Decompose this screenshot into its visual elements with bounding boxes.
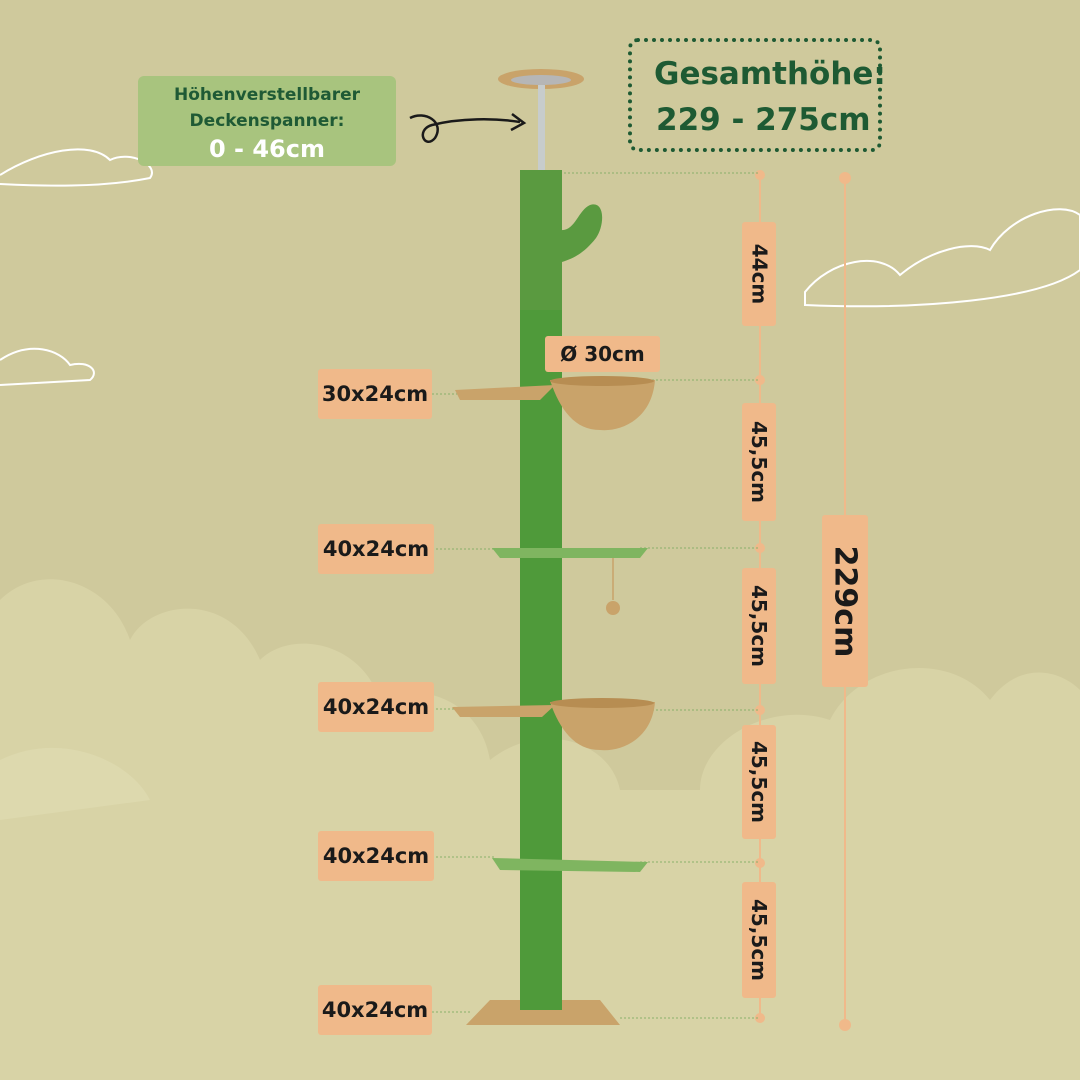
cloud-outline-left <box>0 148 153 187</box>
segment-height-label: 45,5cm <box>742 403 776 521</box>
segment-height-label: 45,5cm <box>742 568 776 684</box>
platform-size-label: 40x24cm <box>318 682 434 732</box>
total-height-value: 229 - 275cm <box>656 102 871 138</box>
segment-height-label: 45,5cm <box>742 725 776 839</box>
cloud-outline-left2 <box>0 347 95 386</box>
spanner-title-line2: Deckenspanner: <box>189 111 345 131</box>
total-height-label: Gesamthöhe: <box>654 56 886 92</box>
overall-height-label: 229cm <box>822 515 868 687</box>
platform-size-label: 40x24cm <box>318 831 434 881</box>
total-height-box: Gesamthöhe: 229 - 275cm <box>628 38 886 152</box>
cloud-bank-front <box>0 747 150 820</box>
cat-tree-illustration <box>452 69 655 1025</box>
bowl-diameter-label: Ø 30cm <box>545 336 660 372</box>
ceiling-spanner-callout: Höhenverstellbarer Deckenspanner: 0 - 46… <box>138 76 396 166</box>
platform-size-label: 30x24cm <box>318 369 432 419</box>
segment-height-label: 44cm <box>742 222 776 326</box>
platform-size-label: 40x24cm <box>318 985 432 1035</box>
platform-size-label: 40x24cm <box>318 524 434 574</box>
spanner-title-line1: Höhenverstellbarer <box>173 85 360 105</box>
curly-arrow <box>409 114 521 143</box>
segment-height-label: 45,5cm <box>742 882 776 998</box>
cloud-outline-right <box>804 208 1080 308</box>
spanner-range: 0 - 46cm <box>208 135 325 163</box>
